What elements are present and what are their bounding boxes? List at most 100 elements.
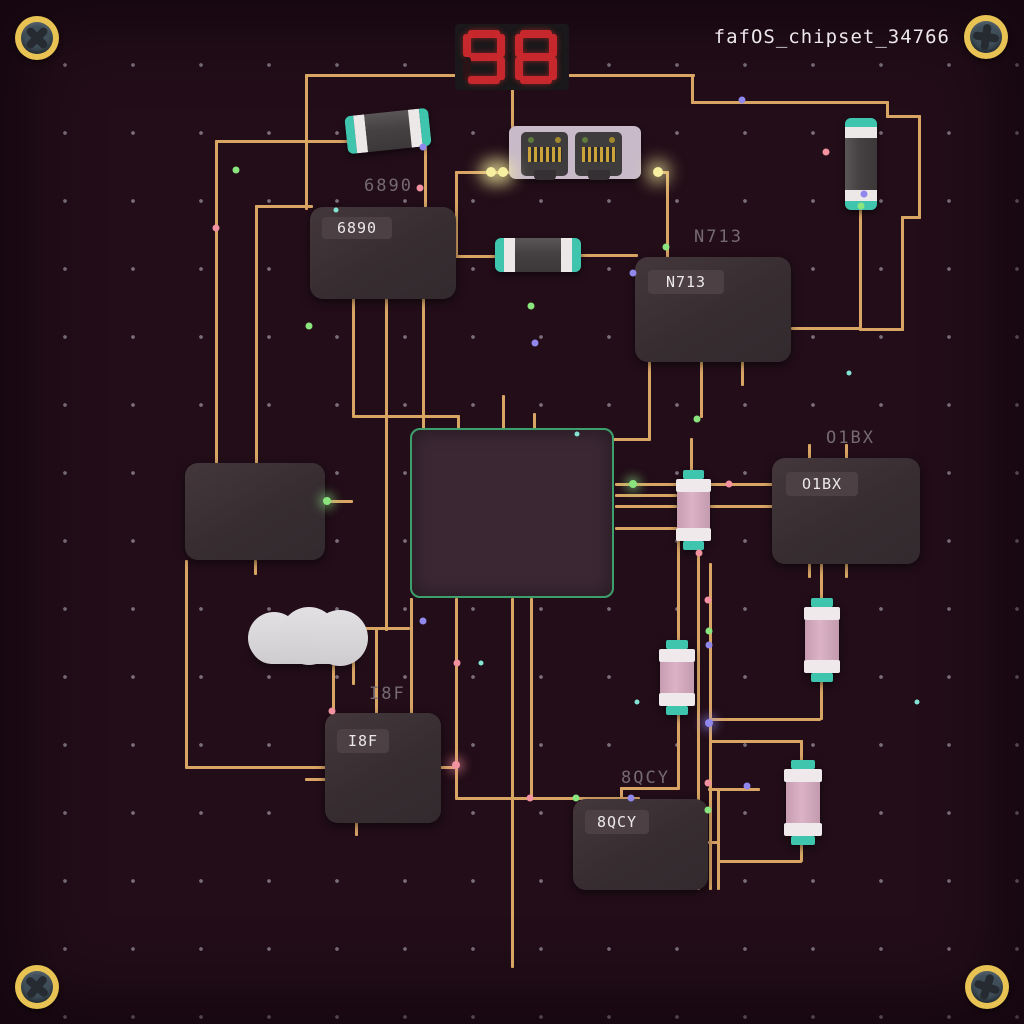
capacitor-band xyxy=(676,479,711,492)
capacitor-band xyxy=(804,660,840,673)
capacitor-body xyxy=(677,492,710,528)
trace xyxy=(360,627,410,630)
trace xyxy=(422,297,425,430)
trace xyxy=(215,140,350,143)
trace xyxy=(375,627,378,715)
port-pins xyxy=(581,147,616,162)
trace xyxy=(325,500,353,503)
page-title: fafOS_chipset_34766 xyxy=(713,26,950,48)
capacitor-lead xyxy=(810,673,834,682)
trace xyxy=(615,494,677,497)
trace xyxy=(455,797,640,800)
chip-6890[interactable]: 6890 xyxy=(310,207,456,299)
capacitor-body xyxy=(364,109,412,153)
chip-i8f[interactable]: I8F xyxy=(325,713,441,823)
trace xyxy=(886,115,921,118)
pink-capacitor-d[interactable] xyxy=(784,760,822,845)
trace xyxy=(800,841,803,862)
trace xyxy=(511,88,514,128)
capacitor-center[interactable] xyxy=(495,238,581,272)
capacitor-body xyxy=(805,620,839,660)
capacitor-lead xyxy=(665,640,689,649)
main-processor-chip[interactable] xyxy=(410,428,614,598)
trace xyxy=(648,360,651,440)
capacitor-body xyxy=(515,238,561,272)
trace xyxy=(845,444,848,459)
seven-segment-display xyxy=(455,24,569,90)
capacitor-lead xyxy=(791,760,815,769)
trace xyxy=(886,101,889,118)
trace xyxy=(215,140,218,466)
trace xyxy=(185,560,188,768)
trace xyxy=(620,787,623,800)
trace xyxy=(901,216,921,219)
trace xyxy=(615,505,677,508)
trace xyxy=(620,787,678,790)
chip-6890-label: 6890 xyxy=(322,217,392,239)
trace xyxy=(708,788,760,791)
pink-capacitor-a[interactable] xyxy=(676,470,711,550)
capacitor-lead xyxy=(810,598,834,607)
capacitor-lead xyxy=(682,541,705,550)
capacitor-cap xyxy=(572,238,581,272)
trace xyxy=(502,395,505,430)
ghost-label-i8f: I8F xyxy=(369,684,406,704)
trace xyxy=(578,254,638,257)
capacitor-right[interactable] xyxy=(845,118,877,210)
pink-capacitor-b[interactable] xyxy=(804,598,840,682)
trace xyxy=(455,598,458,798)
trace xyxy=(677,710,680,790)
capacitor-lead xyxy=(665,706,689,715)
capacitor-band xyxy=(676,528,711,541)
solder-blob-bump xyxy=(312,610,368,666)
capacitor-band xyxy=(659,693,695,706)
trace xyxy=(424,143,427,209)
trace xyxy=(457,415,460,430)
capacitor-cap xyxy=(845,118,877,127)
port-pins xyxy=(527,147,562,162)
chip-i8f-label: I8F xyxy=(337,729,389,753)
ethernet-module[interactable] xyxy=(509,126,641,180)
trace xyxy=(677,527,680,642)
chip-o1bx[interactable]: O1BX xyxy=(772,458,920,564)
capacitor-cap xyxy=(845,201,877,210)
capacitor-band xyxy=(784,769,822,782)
chip-unlabeled[interactable] xyxy=(185,463,325,560)
trace xyxy=(352,297,355,417)
screw-top-right xyxy=(964,15,1008,59)
trace xyxy=(808,563,811,578)
port-notch xyxy=(533,170,556,180)
capacitor-lead xyxy=(791,836,815,845)
trace xyxy=(455,255,500,258)
amber-led xyxy=(609,137,615,143)
screw-head xyxy=(21,22,53,54)
chip-n713[interactable]: N713 xyxy=(635,257,791,362)
trace xyxy=(708,841,720,844)
green-led xyxy=(582,137,588,143)
capacitor-band xyxy=(504,238,515,272)
chip-8qcy[interactable]: 8QCY xyxy=(573,799,708,890)
trace xyxy=(255,205,258,465)
chip-o1bx-label: O1BX xyxy=(786,472,858,496)
trace xyxy=(700,360,703,418)
amber-led xyxy=(555,137,561,143)
trace xyxy=(791,327,861,330)
trace xyxy=(440,766,457,769)
trace xyxy=(352,415,460,418)
capacitor-body xyxy=(785,782,821,823)
capacitor-band xyxy=(561,238,572,272)
screw-bottom-right xyxy=(965,965,1009,1009)
pink-capacitor-c[interactable] xyxy=(659,640,695,715)
screw-top-left xyxy=(15,16,59,60)
trace xyxy=(254,560,257,575)
trace xyxy=(717,860,802,863)
trace xyxy=(808,444,811,459)
display-digit xyxy=(463,30,505,84)
rj45-port xyxy=(521,132,568,180)
trace xyxy=(305,778,327,781)
trace xyxy=(859,328,904,331)
screw-head xyxy=(970,21,1002,53)
port-notch xyxy=(587,170,610,180)
capacitor-band xyxy=(784,823,822,836)
rj45-port xyxy=(575,132,622,180)
